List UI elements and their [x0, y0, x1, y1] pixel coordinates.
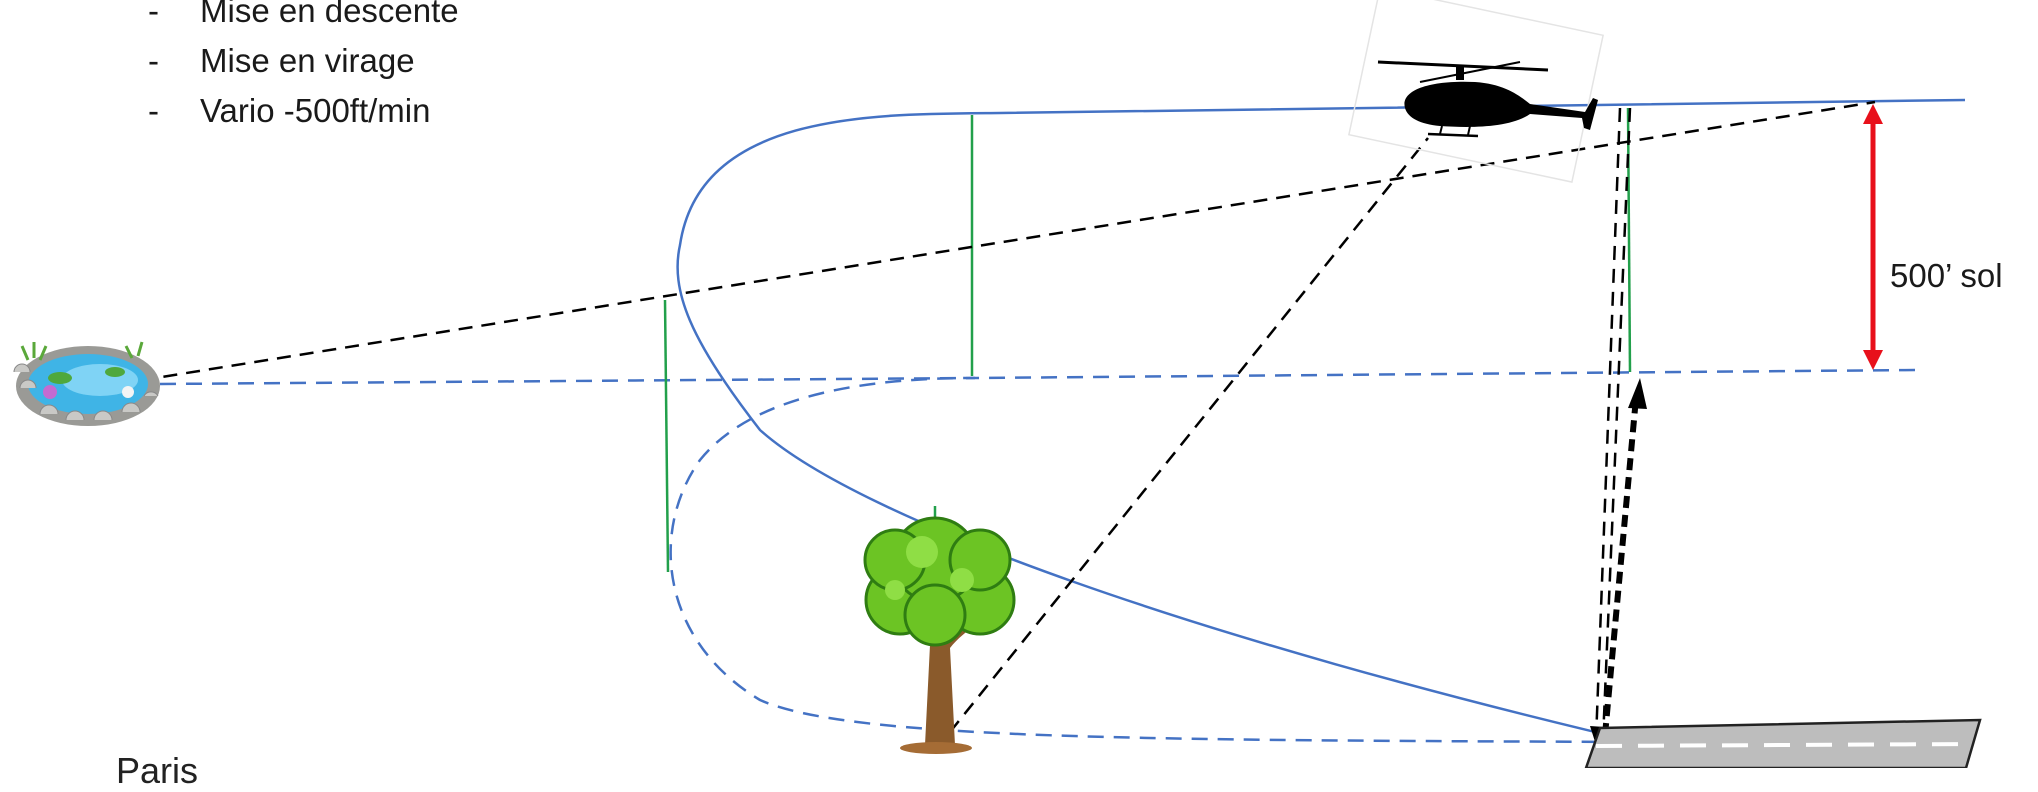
approach-diagram: [13, 0, 1982, 768]
vertical-guide: [663, 299, 670, 573]
runway-icon: [1584, 718, 1982, 768]
altitude-arrowhead-top: [1863, 104, 1883, 124]
instruction-list: - Mise en descente - Mise en virage - Vario…: [148, 0, 459, 136]
instruction-item: - Mise en virage: [148, 36, 459, 86]
bullet-dash: -: [148, 92, 159, 129]
sight-line-tree: [949, 137, 1429, 733]
vertical-guide: [1626, 107, 1632, 373]
sight-line-runway-left: [1594, 107, 1622, 741]
tree-icon: [863, 516, 1016, 754]
instruction-text: Mise en descente: [200, 0, 459, 29]
pond-icon: [13, 341, 160, 426]
horizon-line: [159, 376, 976, 386]
altitude-arrowhead-bottom: [1863, 350, 1883, 370]
instruction-text: Mise en virage: [200, 42, 415, 79]
upper-flight-path: [676, 98, 1966, 747]
instruction-item: - Mise en descente: [148, 0, 459, 36]
sight-line-runway-right: [1601, 107, 1632, 741]
ground-projection-path: [669, 368, 1916, 744]
descent-vector: [1602, 397, 1639, 736]
sight-line-pond: [117, 100, 1876, 386]
instruction-item: - Vario -500ft/min: [148, 86, 459, 136]
bullet-dash: -: [148, 0, 159, 29]
instruction-text: Vario -500ft/min: [200, 92, 431, 129]
logo-text: Paris: [116, 750, 199, 791]
descent-vector-arrowhead: [1628, 378, 1647, 409]
helicopter-icon: [1348, 0, 1604, 183]
altitude-label: 500’ sol: [1890, 257, 2003, 294]
bullet-dash: -: [148, 42, 159, 79]
